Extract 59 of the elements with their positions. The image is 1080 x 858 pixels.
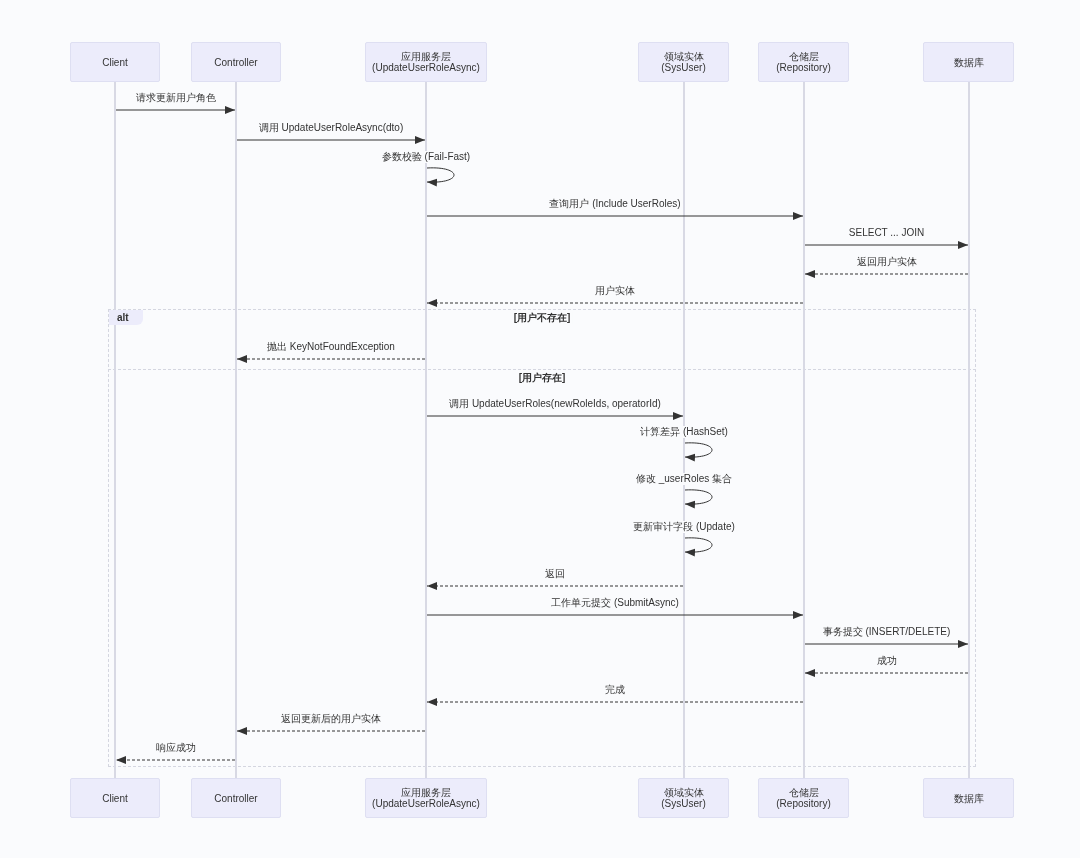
message-arrow (804, 640, 969, 648)
message-arrow (804, 270, 969, 278)
self-message-arrow (684, 442, 713, 462)
message-arrow (426, 582, 684, 590)
message-arrow (426, 412, 684, 420)
message-arrow (236, 136, 426, 144)
message-label: 成功 (874, 655, 899, 667)
message-arrow (804, 669, 969, 677)
message-label: 请求更新用户角色 (133, 92, 218, 104)
self-message-arrow (684, 489, 713, 509)
participant-box: 领域实体 (SysUser) (638, 42, 729, 82)
message-label: 计算差异 (HashSet) (638, 426, 730, 438)
message-arrow (236, 727, 426, 735)
message-label: 事务提交 (INSERT/DELETE) (820, 626, 953, 638)
message-label: 工作单元提交 (SubmitAsync) (549, 597, 681, 609)
message-label: 参数校验 (Fail-Fast) (379, 151, 473, 163)
lifeline (803, 82, 805, 778)
message-arrow (115, 756, 236, 764)
lifeline (968, 82, 970, 778)
self-message-arrow (426, 167, 455, 187)
participant-box: 应用服务层 (UpdateUserRoleAsync) (365, 778, 487, 818)
fragment-tag: alt (109, 310, 143, 325)
message-label: 更新审计字段 (Update) (631, 521, 737, 533)
message-label: 查询用户 (Include UserRoles) (547, 198, 683, 210)
participant-box: Client (70, 42, 160, 82)
message-label: 完成 (603, 684, 627, 696)
message-arrow (115, 106, 236, 114)
lifeline (235, 82, 237, 778)
message-arrow (426, 212, 804, 220)
lifeline (683, 82, 685, 778)
message-label: 用户实体 (593, 285, 637, 297)
guard-condition: [用户不存在] (511, 312, 573, 324)
message-label: 返回用户实体 (854, 256, 919, 268)
message-label: 调用 UpdateUserRoleAsync(dto) (256, 122, 406, 134)
message-label: 修改 _userRoles 集合 (633, 473, 735, 485)
message-label: 调用 UpdateUserRoles(newRoleIds, operatorId) (447, 398, 663, 410)
message-label: SELECT ... JOIN (846, 227, 927, 239)
message-arrow (426, 299, 804, 307)
participant-box: 数据库 (923, 778, 1014, 818)
message-arrow (236, 355, 426, 363)
participant-box: Controller (191, 42, 281, 82)
participant-box: 仓储层 (Repository) (758, 778, 849, 818)
participant-box: Client (70, 778, 160, 818)
message-label: 返回更新后的用户实体 (279, 713, 383, 725)
lifeline (114, 82, 116, 778)
message-label: 响应成功 (153, 742, 198, 754)
message-arrow (804, 241, 969, 249)
message-arrow (426, 698, 804, 706)
participant-box: 应用服务层 (UpdateUserRoleAsync) (365, 42, 487, 82)
lifeline (425, 82, 427, 778)
message-arrow (426, 611, 804, 619)
participant-box: 数据库 (923, 42, 1014, 82)
message-label: 返回 (543, 568, 567, 580)
message-label: 抛出 KeyNotFoundException (265, 341, 397, 353)
self-message-arrow (684, 537, 713, 557)
participant-box: 仓储层 (Repository) (758, 42, 849, 82)
participant-box: Controller (191, 778, 281, 818)
participant-box: 领域实体 (SysUser) (638, 778, 729, 818)
guard-condition: [用户存在] (516, 372, 568, 384)
